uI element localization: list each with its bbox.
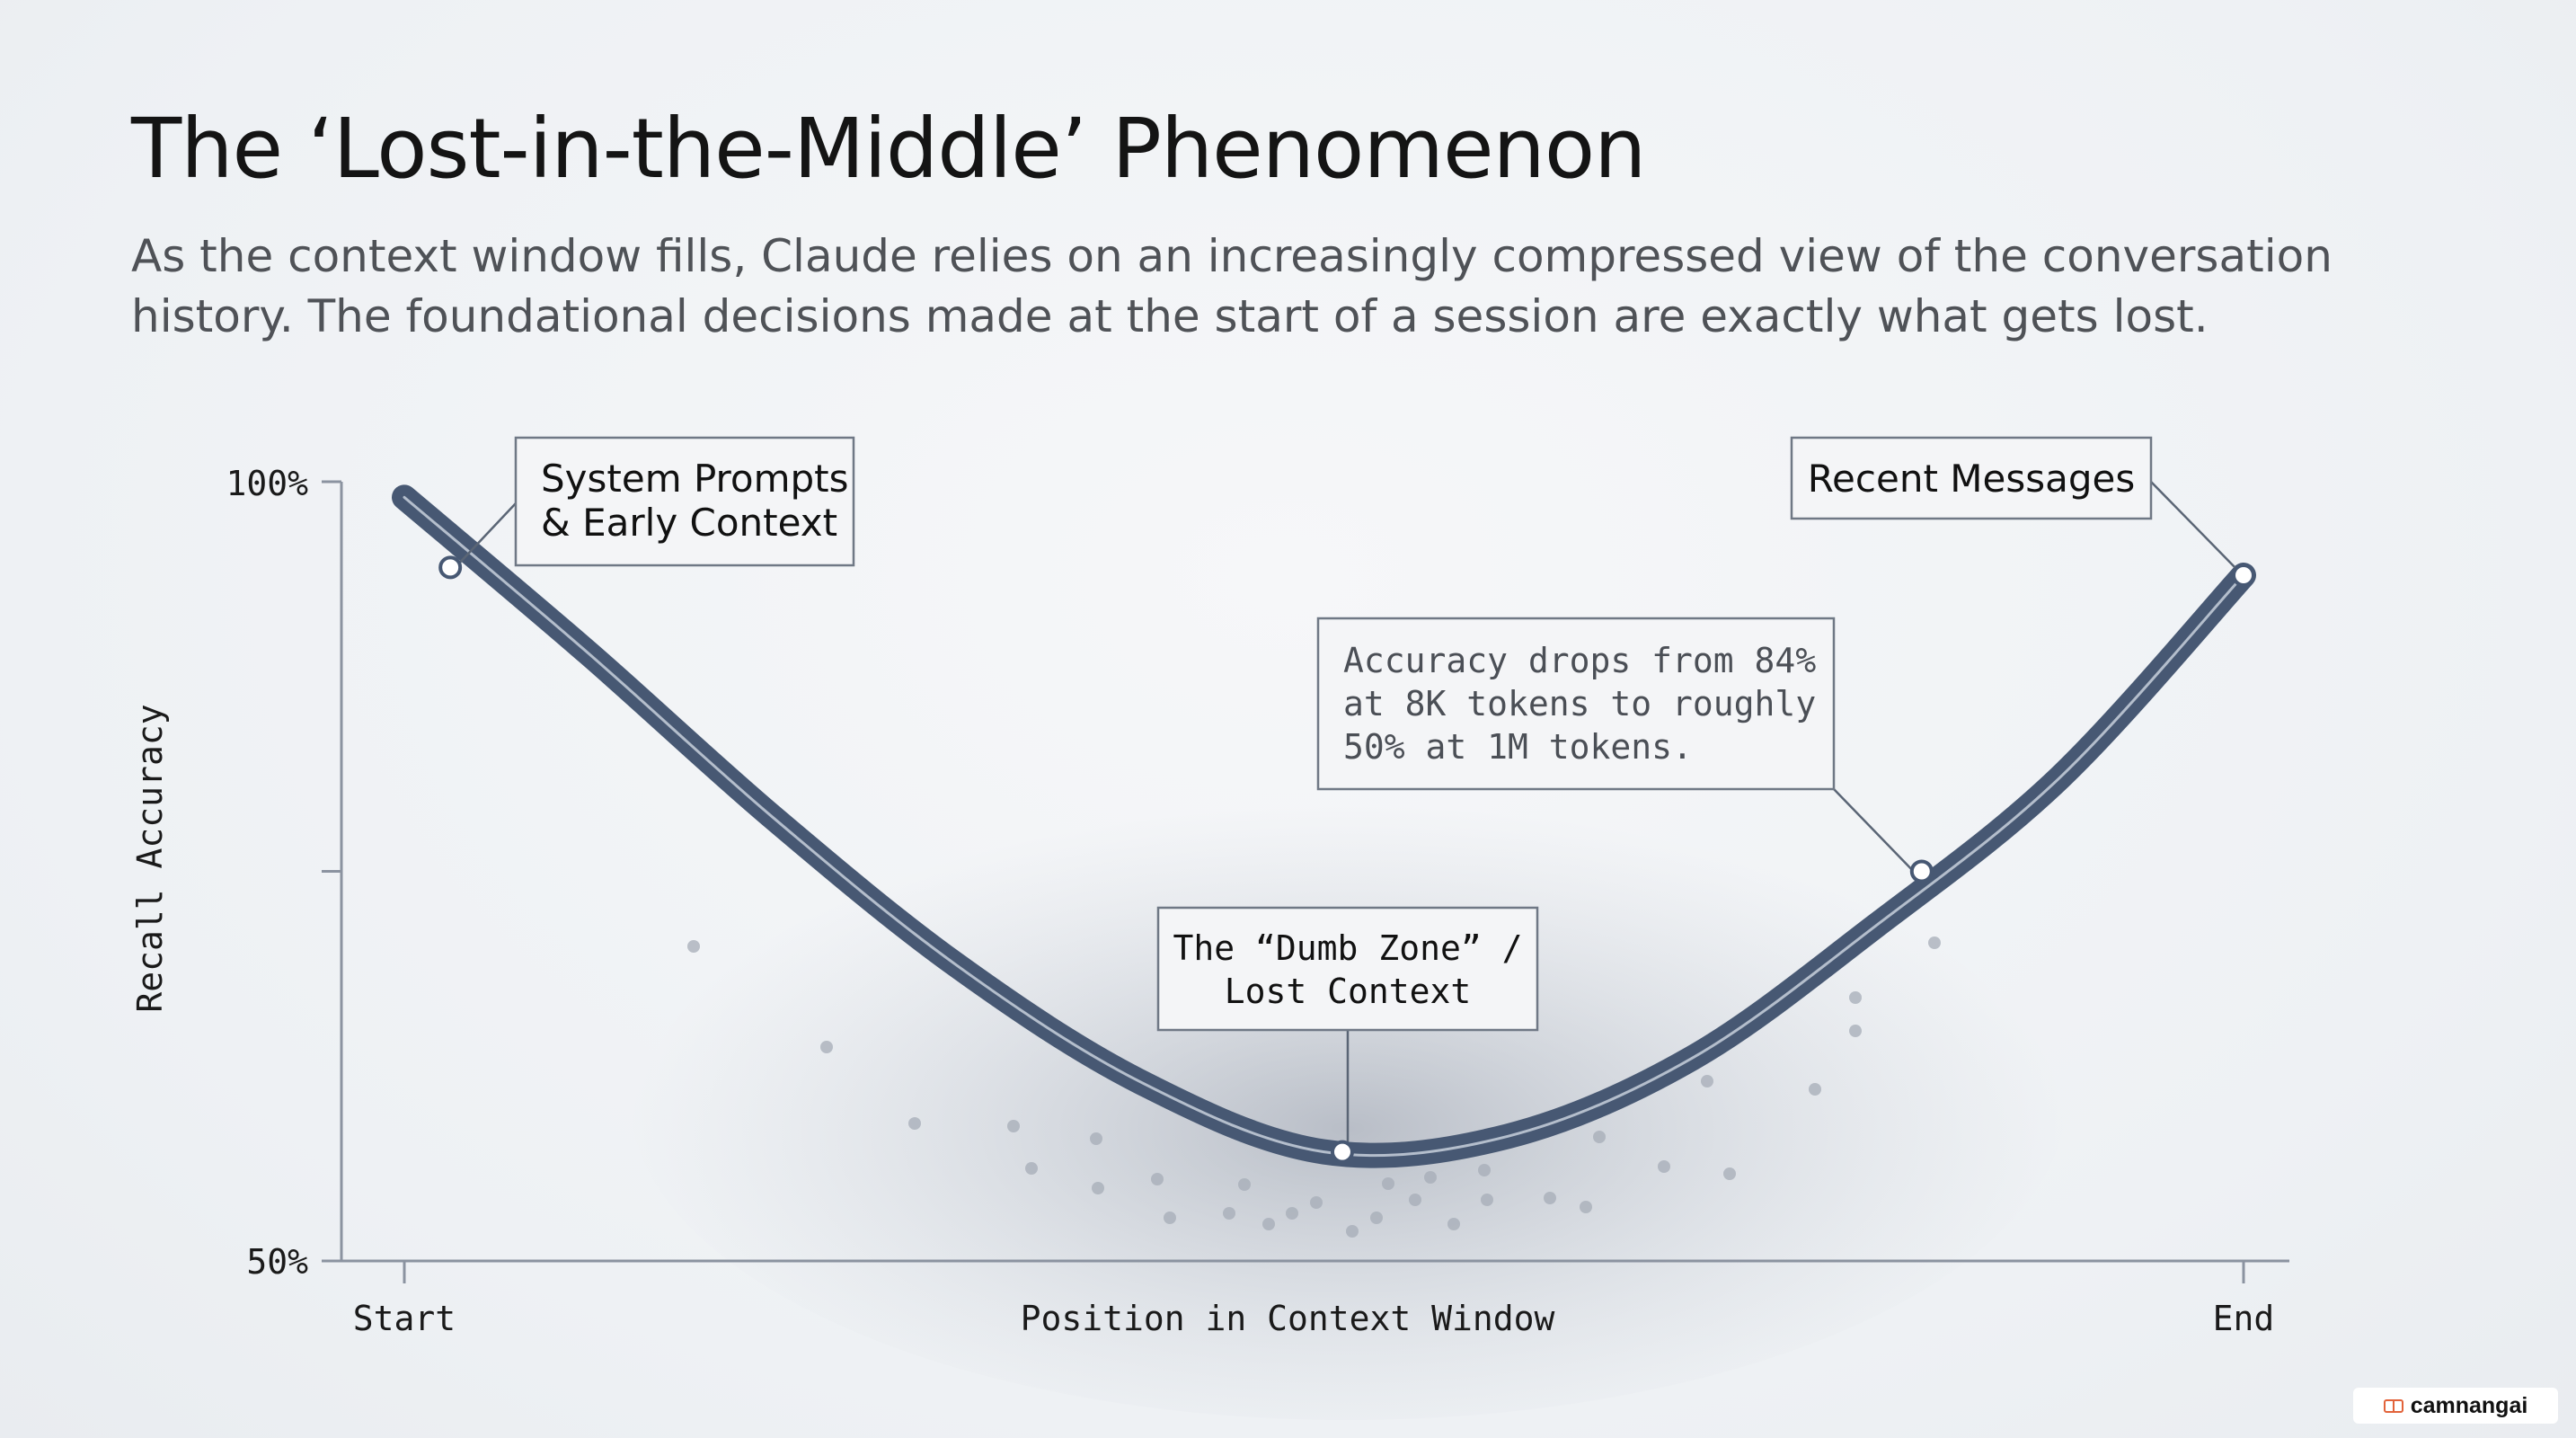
annotation-accuracy-drop-text: Accuracy drops from 84% at 8K tokens to r… — [1343, 641, 1816, 767]
scatter-dot — [1849, 1025, 1862, 1037]
scatter-dot — [1164, 1212, 1176, 1224]
scatter-dot — [1701, 1075, 1713, 1087]
annotation-accuracy-drop-line: Accuracy drops from 84% — [1343, 641, 1816, 680]
scatter-dot — [1238, 1178, 1251, 1191]
annotation-recent-messages-marker — [2232, 564, 2255, 588]
y-tick-label-bottom: 50% — [246, 1242, 308, 1282]
annotation-dumb-zone-box — [1156, 906, 1539, 1032]
x-axis-title: Position in Context Window — [1021, 1299, 1555, 1338]
annotation-dumb-zone-line: The “Dumb Zone” / — [1173, 928, 1523, 968]
scatter-dot — [1809, 1083, 1821, 1096]
annotation-recent-messages-leader — [2150, 481, 2240, 573]
scatter-dot — [1593, 1131, 1606, 1143]
annotation-dumb-zone-line: Lost Context — [1225, 972, 1472, 1011]
scatter-dot — [1310, 1196, 1323, 1209]
scatter-dot — [1481, 1194, 1493, 1206]
annotation-system-prompts-marker — [438, 555, 463, 580]
scatter-dot — [1424, 1171, 1437, 1184]
annotation-system-prompts-line: System Prompts — [541, 457, 849, 501]
scatter-dot — [1223, 1207, 1235, 1220]
annotation-accuracy-drop-marker — [1909, 859, 1934, 883]
x-tick-label-start: Start — [353, 1299, 456, 1338]
scatter-dot — [1151, 1173, 1164, 1185]
scatter-dot — [1370, 1212, 1383, 1224]
annotation-dumb-zone-text: The “Dumb Zone” / Lost Context — [1173, 928, 1523, 1011]
annotation-dumb-zone-marker — [1330, 1140, 1354, 1164]
watermark-text: camnangai — [2410, 1392, 2528, 1418]
scatter-dot — [1580, 1201, 1592, 1213]
annotation-accuracy-drop-line: at 8K tokens to roughly — [1343, 684, 1816, 723]
scatter-dot — [687, 940, 700, 953]
page-subtitle: As the context window fills, Claude reli… — [131, 230, 2333, 342]
scatter-dot — [1286, 1207, 1298, 1220]
scatter-dot — [1928, 936, 1941, 949]
annotation-system-prompts-leader — [456, 502, 517, 567]
scatter-dot — [1409, 1194, 1421, 1206]
annotation-system-prompts-box — [514, 436, 855, 567]
scatter-dot — [1658, 1160, 1670, 1173]
scatter-dot — [820, 1041, 833, 1053]
y-axis-title: Recall Accuracy — [130, 704, 170, 1012]
scatter-dot — [1382, 1177, 1394, 1190]
recall-curve-highlight — [403, 495, 2245, 1158]
scatter-dot — [1346, 1225, 1359, 1238]
annotation-system-prompts-text: System Prompts& Early Context — [541, 457, 849, 545]
scatter-dot — [1849, 991, 1862, 1004]
scatter-dot — [908, 1117, 921, 1130]
annotation-accuracy-drop-leader — [1833, 788, 1919, 877]
x-tick-label-end: End — [2213, 1299, 2275, 1338]
watermark-badge: camnangai — [2353, 1388, 2558, 1424]
scatter-dot — [1723, 1167, 1736, 1180]
annotation-recent-messages-line: Recent Messages — [1808, 457, 2135, 501]
annotation-recent-messages-box — [1790, 436, 2153, 520]
scatter-dot — [1447, 1218, 1460, 1230]
scatter-dot — [1007, 1120, 1020, 1132]
scatter-dot — [1544, 1192, 1556, 1204]
annotation-accuracy-drop-line: 50% at 1M tokens. — [1343, 727, 1693, 767]
page-title: The ‘Lost-in-the-Middle’ Phenomenon — [131, 101, 1646, 197]
annotation-accuracy-drop-box — [1316, 617, 1836, 791]
scatter-dot — [1262, 1218, 1275, 1230]
annotation-system-prompts-line: & Early Context — [541, 501, 837, 545]
annotation-recent-messages-text: Recent Messages — [1808, 457, 2135, 501]
scatter-dot — [1025, 1162, 1038, 1175]
scatter-dot — [1478, 1164, 1491, 1176]
y-tick-label-top: 100% — [226, 464, 308, 503]
scatter-dot — [1092, 1182, 1104, 1194]
book-icon — [2383, 1399, 2403, 1413]
scatter-dot — [1090, 1132, 1102, 1145]
